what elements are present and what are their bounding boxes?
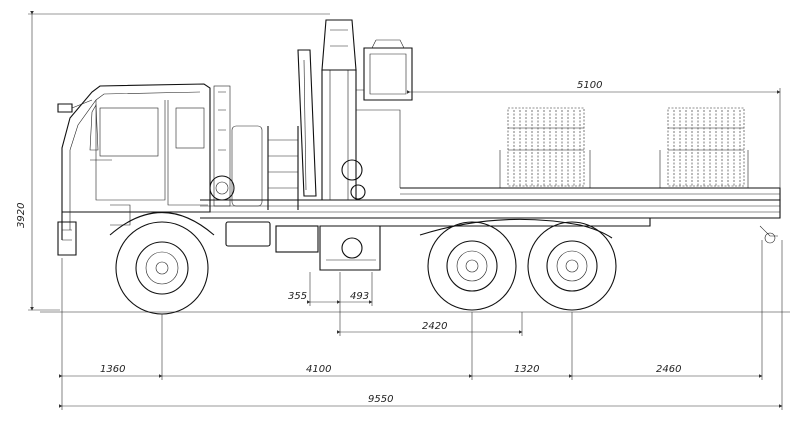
cargo-grid-left bbox=[507, 107, 585, 187]
dim-platform-length: 5100 bbox=[577, 80, 602, 91]
crane-basket bbox=[363, 39, 413, 101]
dim-wheelbase-front: 4100 bbox=[306, 364, 331, 375]
battery-box bbox=[275, 225, 319, 253]
fuel-tank bbox=[225, 221, 271, 247]
dim-rear-overhang: 2460 bbox=[656, 364, 681, 375]
dimensions: 3920 5100 355 493 2420 1360 4100 1320 24… bbox=[16, 11, 783, 410]
dim-overall-height: 3920 bbox=[16, 203, 27, 228]
wheel-front bbox=[115, 221, 209, 315]
cab-rear-window bbox=[175, 107, 205, 149]
dim-overall-length: 9550 bbox=[368, 394, 393, 405]
crane bbox=[297, 19, 413, 271]
wheel-rear-2 bbox=[527, 221, 617, 311]
cargo-grid-right bbox=[667, 107, 745, 187]
dim-bogie-spacing: 1320 bbox=[514, 364, 539, 375]
ladder bbox=[267, 126, 299, 210]
truck-body bbox=[57, 83, 781, 256]
exhaust-pipe bbox=[213, 85, 231, 207]
dim-crane-to-bogie: 2420 bbox=[422, 321, 447, 332]
dim-front-overhang: 1360 bbox=[100, 364, 125, 375]
outrigger-icon bbox=[341, 237, 363, 259]
dim-crane-offset-a: 355 bbox=[288, 291, 307, 302]
wheel-rear-1 bbox=[427, 221, 517, 311]
mirror-icon bbox=[57, 103, 73, 113]
cab-side-window bbox=[99, 107, 159, 157]
dim-crane-offset-b: 493 bbox=[350, 291, 369, 302]
